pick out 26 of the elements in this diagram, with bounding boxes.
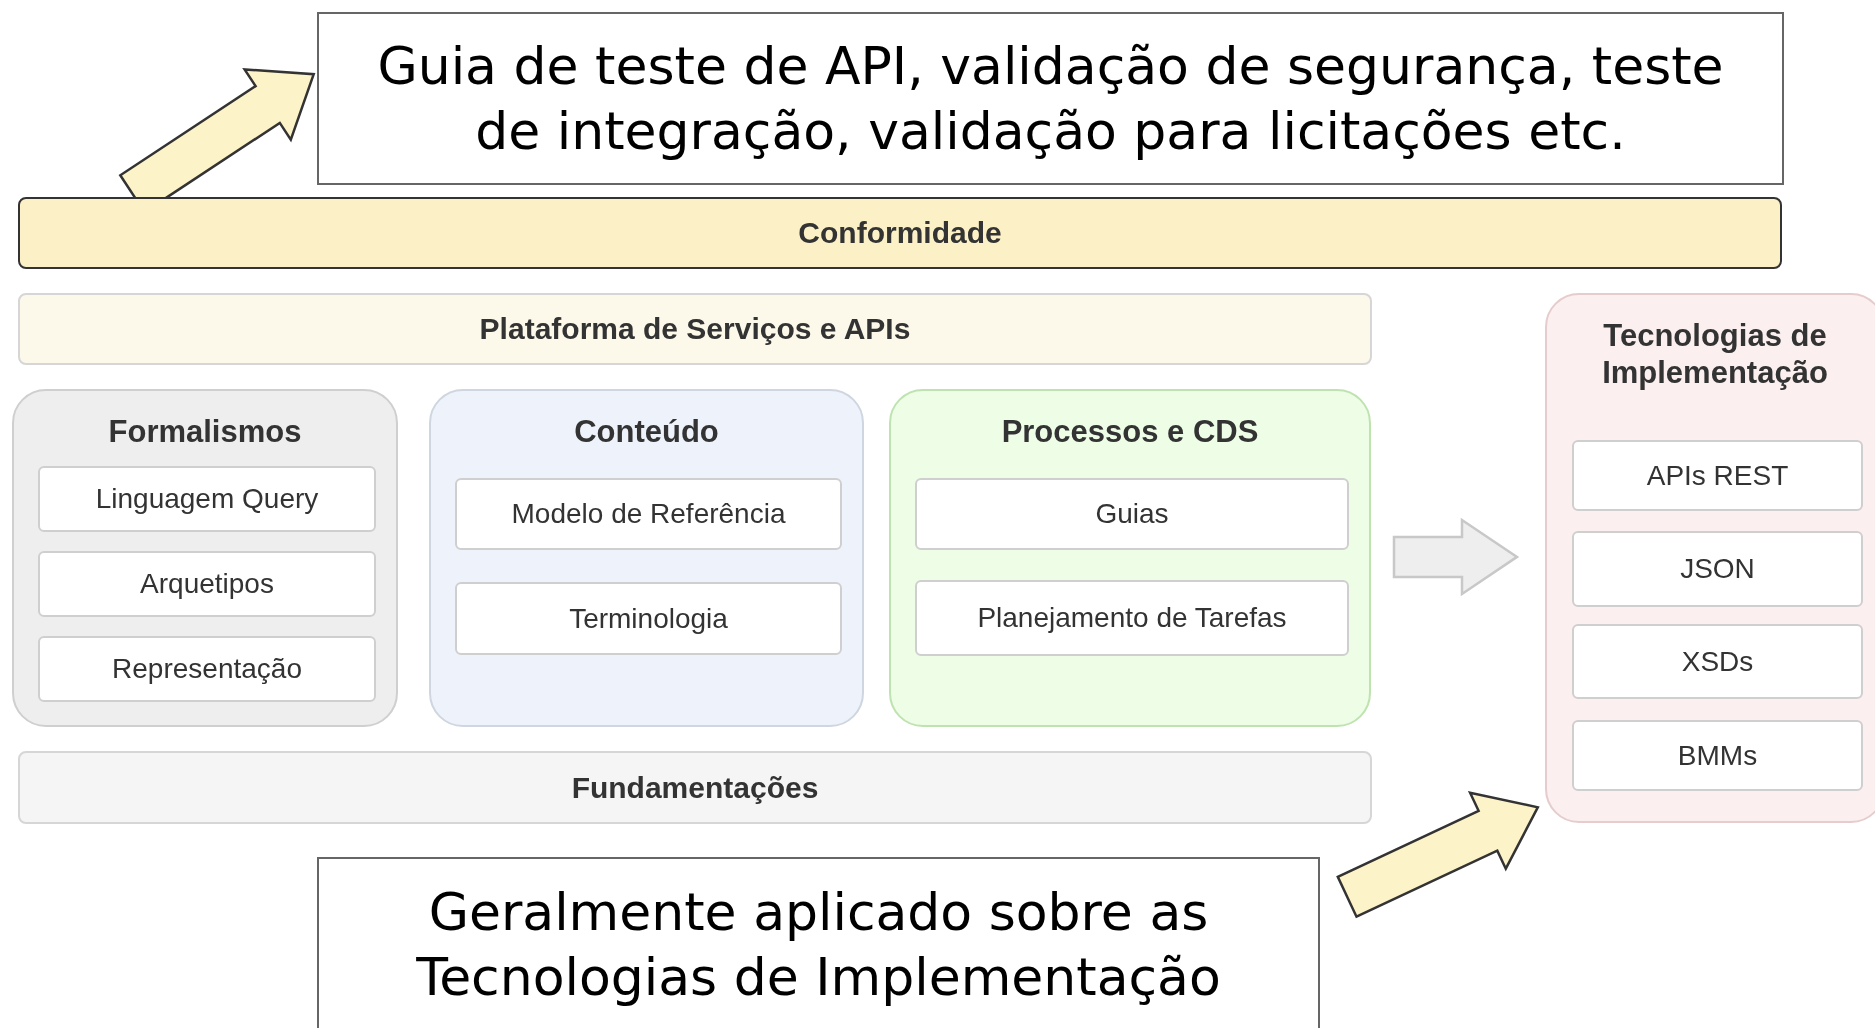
component-box: Representação [38, 636, 376, 702]
group-heading: Tecnologias de Implementação [1601, 317, 1829, 392]
component-box: JSON [1572, 531, 1863, 607]
layer-band: Fundamentações [18, 751, 1372, 824]
conformance-band: Conformidade [18, 197, 1782, 269]
component-box: BMMs [1572, 720, 1863, 791]
group-panel [1545, 293, 1875, 823]
block-arrow [1392, 517, 1520, 597]
group-panel [429, 389, 864, 727]
group-heading: Processos e CDS [1001, 413, 1259, 451]
component-box: Planejamento de Tarefas [915, 580, 1349, 656]
layer-band: Plataforma de Serviços e APIs [18, 293, 1372, 365]
callout-box: Geralmente aplicado sobre as Tecnologias de Implementação [317, 857, 1320, 1028]
callout-box: Guia de teste de API, validação de segurança, teste de integração, validação para licitações etc. [317, 12, 1784, 185]
group-heading: Conteúdo [574, 413, 719, 451]
block-arrow [1336, 790, 1540, 919]
component-box: Guias [915, 478, 1349, 550]
group-panel [12, 389, 398, 727]
component-box: Linguagem Query [38, 466, 376, 532]
component-box: Modelo de Referência [455, 478, 842, 550]
component-box: APIs REST [1572, 440, 1863, 511]
component-box: Arquetipos [38, 551, 376, 617]
component-box: Terminologia [455, 582, 842, 655]
group-panel [889, 389, 1371, 727]
group-heading: Formalismos [108, 413, 302, 451]
component-box: XSDs [1572, 624, 1863, 699]
